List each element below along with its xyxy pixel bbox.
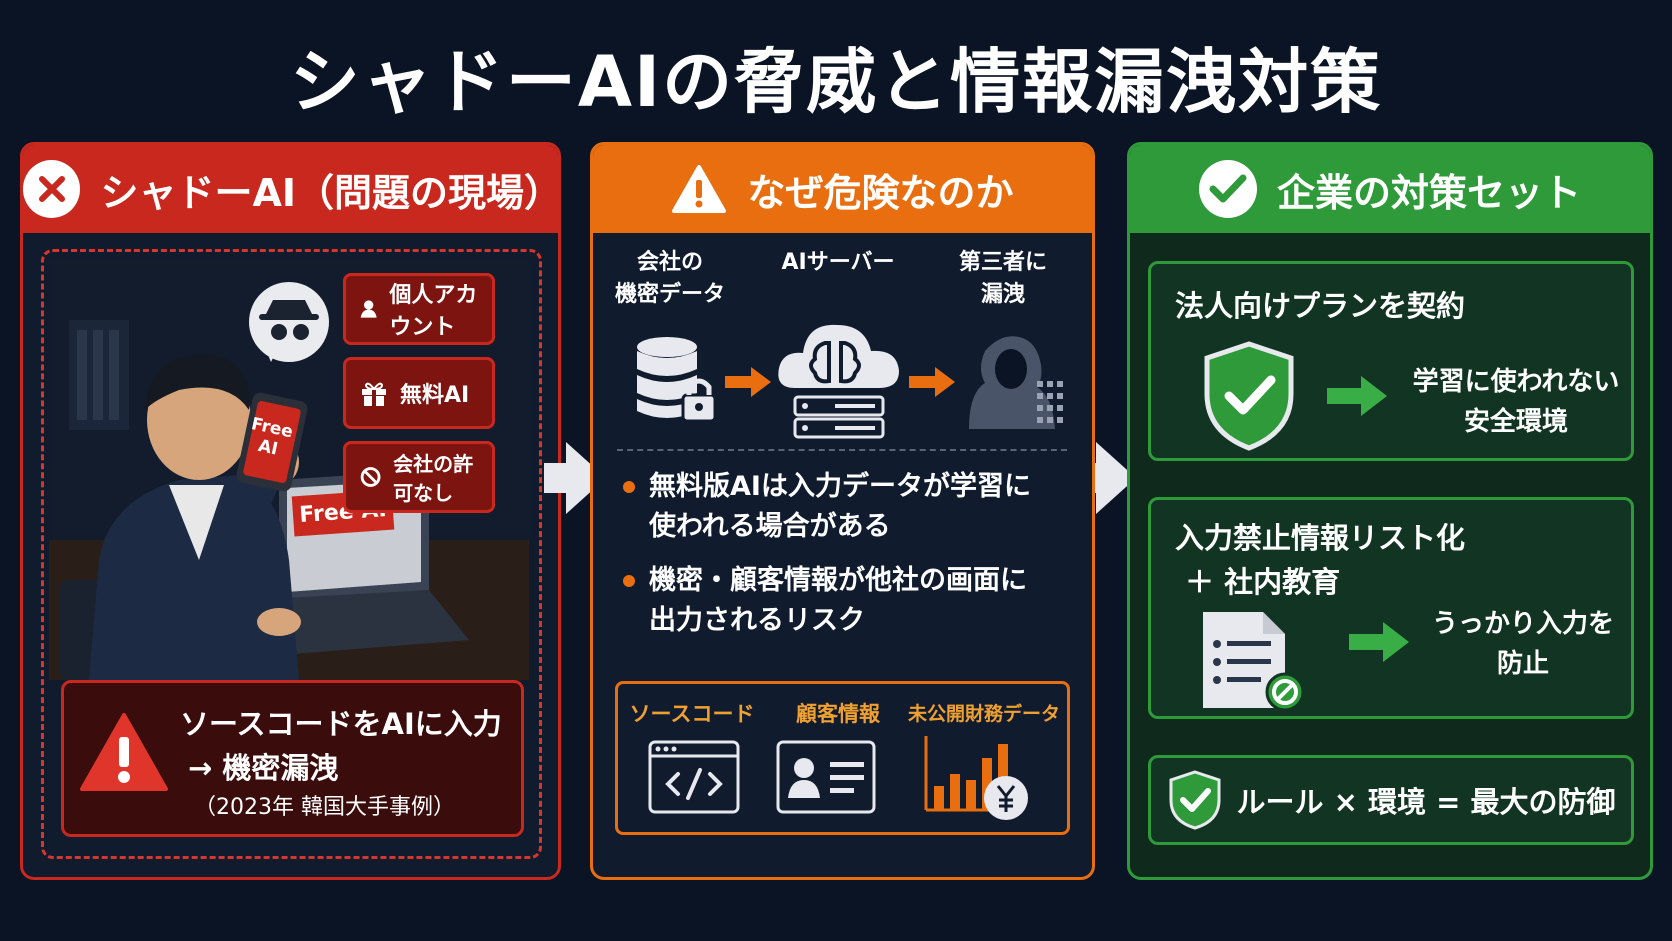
panel3-title: 企業の対策セット — [1276, 170, 1581, 215]
page-title: シャドーAIの脅威と情報漏洩対策 — [289, 41, 1383, 123]
id-card-icon — [776, 740, 876, 814]
risk-bullet-2: 機密・顧客情報が他社の画面に出力されるリスク — [623, 561, 1027, 641]
hacker-icon — [969, 336, 1063, 429]
tag-no-permission: 会社の許可なし — [343, 441, 495, 513]
alert-line2: → 機密漏洩 — [188, 751, 339, 785]
warning-triangle-icon — [80, 713, 168, 791]
flow-arrow-orange-2 — [909, 367, 955, 397]
tag-free-ai: 無料AI — [343, 357, 495, 429]
countermeasures-panel: 企業の対策セット 法人向けプランを契約 学習に使われない 安全環境 入力禁止情報… — [1127, 142, 1653, 880]
scene-frame — [41, 249, 542, 859]
data-type-label: 未公開財務データ — [907, 703, 1060, 725]
arrow-right-green-2 — [1349, 622, 1409, 662]
tag-label: 会社の許可なし — [393, 452, 474, 505]
shadow-ai-panel: シャドーAI（問題の現場） — [20, 142, 561, 880]
user-icon — [360, 300, 377, 318]
shield-check-icon — [1204, 341, 1294, 451]
gift-icon — [362, 382, 386, 406]
summary-text: ルール × 環境 = 最大の防御 — [1236, 785, 1616, 819]
incident-alert: ソースコードをAIに入力 → 機密漏洩 （2023年 韓国大手事例） — [61, 680, 524, 837]
x-circle-icon — [23, 160, 81, 218]
data-type-label: 顧客情報 — [796, 702, 880, 726]
database-lock-icon — [637, 337, 717, 423]
tag-label: 無料AI — [400, 383, 470, 408]
alert-line3: （2023年 韓国大手事例） — [194, 795, 455, 820]
cloud-brain-server-icon — [778, 324, 899, 439]
panel2-title: なぜ危険なのか — [747, 170, 1014, 215]
card-title: 入力禁止情報リスト化 — [1175, 521, 1466, 555]
flow-arrow-orange-1 — [725, 367, 771, 397]
card-title: 法人向けプランを契約 — [1175, 289, 1466, 323]
card-subtitle: ＋ 社内教育 — [1185, 565, 1341, 599]
section-divider — [617, 449, 1067, 451]
flow-label-ai-server: AIサーバー — [781, 250, 895, 275]
bar-chart-yen-icon — [924, 736, 1028, 820]
arrow-right-green-1 — [1327, 376, 1387, 416]
flow-label-company-data: 会社の 機密データ — [614, 250, 725, 307]
checklist-prohibited-icon — [1203, 612, 1305, 712]
check-circle-icon — [1198, 160, 1257, 218]
warning-icon — [672, 165, 727, 213]
flow-arrow-1-stem — [544, 463, 568, 493]
card-note: うっかり入力を 防止 — [1431, 609, 1614, 679]
shield-check-small-icon — [1169, 770, 1220, 830]
flow-label-third-party: 第三者に 漏洩 — [958, 250, 1047, 307]
panel1-header: シャドーAI（問題の現場） — [23, 145, 558, 233]
data-type-label: ソースコード — [629, 702, 755, 726]
panel2-header: なぜ危険なのか — [593, 145, 1092, 233]
code-window-icon — [648, 740, 740, 814]
alert-line1: ソースコードをAIに入力 — [180, 707, 502, 741]
prohibited-icon — [360, 467, 381, 487]
card-prohibited-list: 入力禁止情報リスト化 ＋ 社内教育 うっかり入力を 防止 — [1148, 497, 1634, 719]
card-enterprise-plan: 法人向けプランを契約 学習に使われない 安全環境 — [1148, 261, 1634, 461]
tag-personal-account: 個人アカウント — [343, 273, 495, 345]
panel1-title: シャドーAI（問題の現場） — [100, 170, 561, 215]
summary-banner: ルール × 環境 = 最大の防御 — [1148, 755, 1634, 845]
tag-label: 個人アカウント — [389, 283, 478, 340]
sensitive-data-types: ソースコード 顧客情報 未公開財務データ — [615, 681, 1070, 835]
why-dangerous-panel: なぜ危険なのか 会社の 機密データ AIサーバー 第三者に 漏洩 — [590, 142, 1095, 880]
risk-bullet-1: 無料版AIは入力データが学習に使われる場合がある — [623, 467, 1031, 547]
card-note: 学習に使われない 安全環境 — [1412, 367, 1620, 437]
panel3-header: 企業の対策セット — [1130, 145, 1650, 233]
